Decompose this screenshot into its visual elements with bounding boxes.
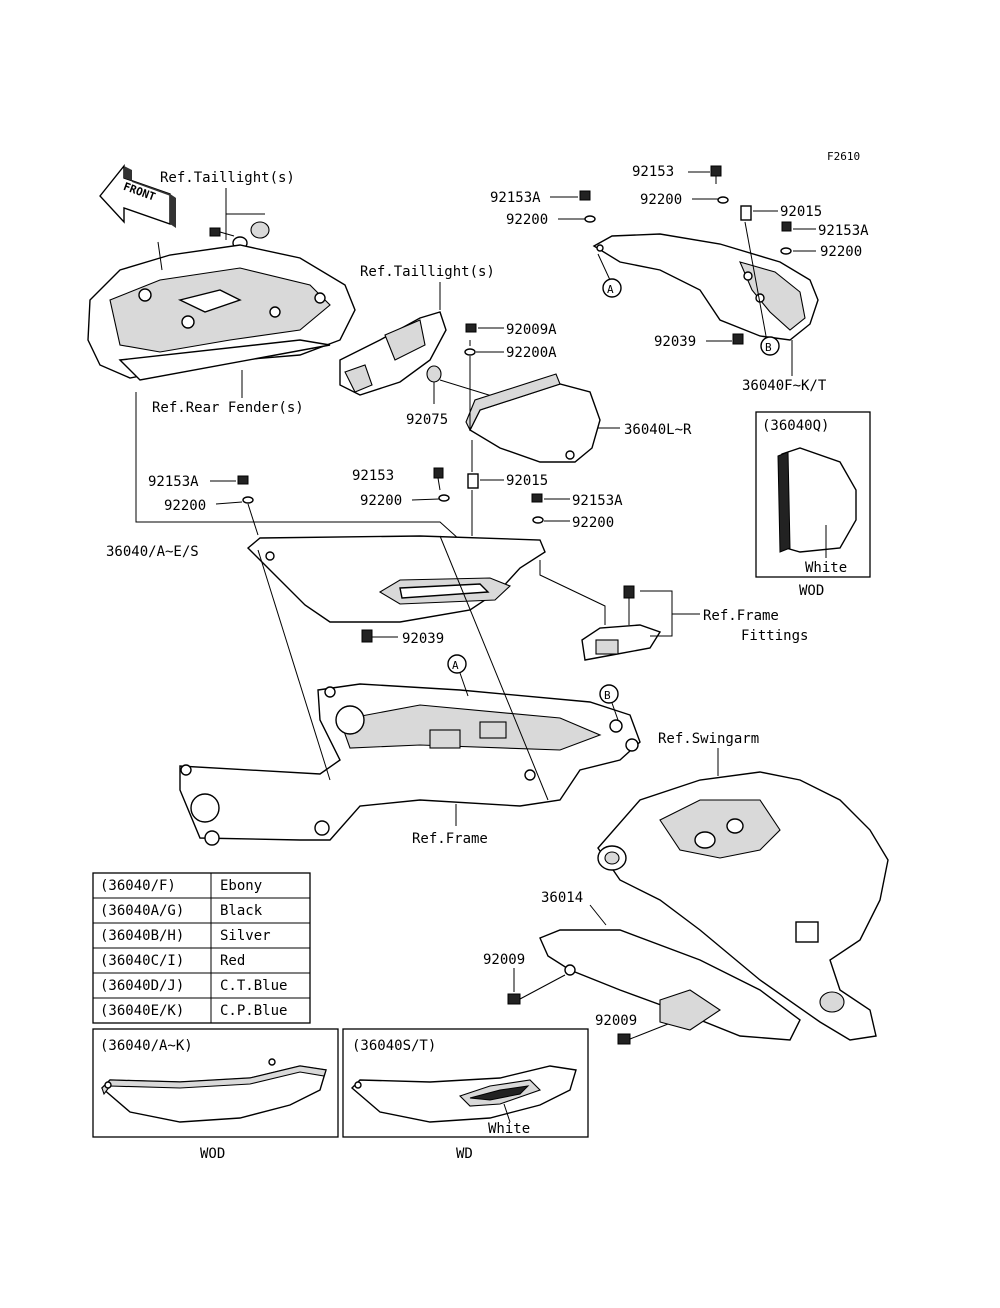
rear-subframe <box>179 683 641 846</box>
table-row-part: (36040B/H) <box>100 928 184 944</box>
inset-q-note: White <box>805 560 847 576</box>
part-92200-top-mid: 92200 <box>640 192 682 208</box>
frame-fittings <box>581 585 662 661</box>
chain-guard-36014 <box>539 929 801 1041</box>
color-table: (36040/F) Ebony (36040A/G) Black (36040B… <box>92 872 311 1024</box>
part-92153-top: 92153 <box>632 164 674 180</box>
part-92200-top-right: 92200 <box>820 244 862 260</box>
inset-ak-caption: WOD <box>200 1146 225 1162</box>
table-row-part: (36040C/I) <box>100 953 184 969</box>
part-92009-1: 92009 <box>483 952 525 968</box>
inset-st-caption: WD <box>456 1146 473 1162</box>
seat-cowl-36040LR <box>465 373 601 463</box>
table-row-color: C.T.Blue <box>220 978 287 994</box>
part-92015-top: 92015 <box>780 204 822 220</box>
table-row-color: Silver <box>220 928 271 944</box>
figure-code: F2610 <box>827 150 860 163</box>
ref-frame-label: Ref.Frame <box>412 831 488 847</box>
inset-36040Q <box>755 411 871 578</box>
inset-36040AK <box>92 1028 339 1138</box>
table-row-color: C.P.Blue <box>220 1003 287 1019</box>
inset-ak-title: (36040/A~K) <box>100 1038 193 1054</box>
part-92009A: 92009A <box>506 322 557 338</box>
part-36014: 36014 <box>541 890 583 906</box>
ref-frame-fittings-label-1: Ref.Frame <box>703 608 779 624</box>
table-row-part: (36040E/K) <box>100 1003 184 1019</box>
inset-36040ST <box>342 1028 589 1138</box>
part-92200A: 92200A <box>506 345 557 361</box>
callout-b-cowl <box>760 336 780 356</box>
ref-taillight-label-2: Ref.Taillight(s) <box>360 264 495 280</box>
svg-text:B: B <box>765 341 772 354</box>
inset-ak-side-cover <box>100 1058 327 1123</box>
taillight-unit <box>339 311 447 396</box>
svg-text:B: B <box>604 689 611 702</box>
part-92200-left: 92200 <box>164 498 206 514</box>
callout-a-frame <box>447 654 467 674</box>
part-92200-mid: 92200 <box>360 493 402 509</box>
ref-frame-fittings-label-2: Fittings <box>741 628 808 644</box>
part-92200-right: 92200 <box>572 515 614 531</box>
callout-b-frame <box>599 684 619 704</box>
inset-st-side-cover <box>350 1065 577 1123</box>
part-36040LR: 36040L~R <box>624 422 692 438</box>
front-arrow-icon: FRONT <box>99 164 176 228</box>
part-92153A-left: 92153A <box>148 474 199 490</box>
ref-rear-fender-label: Ref.Rear Fender(s) <box>152 400 304 416</box>
part-92015-mid: 92015 <box>506 473 548 489</box>
part-92075: 92075 <box>406 412 448 428</box>
table-row-part: (36040/F) <box>100 878 176 894</box>
table-row-part: (36040A/G) <box>100 903 184 919</box>
part-92039-mid: 92039 <box>402 631 444 647</box>
part-36040FKT: 36040F~K/T <box>742 378 827 394</box>
ref-swingarm-label: Ref.Swingarm <box>658 731 759 747</box>
swingarm <box>597 771 889 1041</box>
inset-q-cowl <box>777 447 857 553</box>
callout-a-cowl <box>602 278 622 298</box>
side-cover-36040AES <box>246 535 546 623</box>
inset-q-caption: WOD <box>799 583 824 599</box>
part-92153A-right: 92153A <box>572 493 623 509</box>
inset-st-note: White <box>488 1121 530 1137</box>
grommet-92075 <box>426 365 442 383</box>
svg-text:A: A <box>452 659 459 672</box>
part-92200-top-left: 92200 <box>506 212 548 228</box>
part-92009-2: 92009 <box>595 1013 637 1029</box>
table-row-color: Ebony <box>220 878 262 894</box>
inset-q-title: (36040Q) <box>762 418 829 434</box>
table-row-color: Red <box>220 953 245 969</box>
part-92153-mid: 92153 <box>352 468 394 484</box>
table-row-color: Black <box>220 903 263 919</box>
part-92039-top: 92039 <box>654 334 696 350</box>
part-92153A-top-right: 92153A <box>818 223 869 239</box>
svg-text:A: A <box>607 283 614 296</box>
inset-st-title: (36040S/T) <box>352 1038 436 1054</box>
table-row-part: (36040D/J) <box>100 978 184 994</box>
part-36040AES: 36040/A~E/S <box>106 544 199 560</box>
part-92153A-top-left: 92153A <box>490 190 541 206</box>
rear-fender-assembly <box>87 241 356 381</box>
ref-taillight-label-1: Ref.Taillight(s) <box>160 170 295 186</box>
